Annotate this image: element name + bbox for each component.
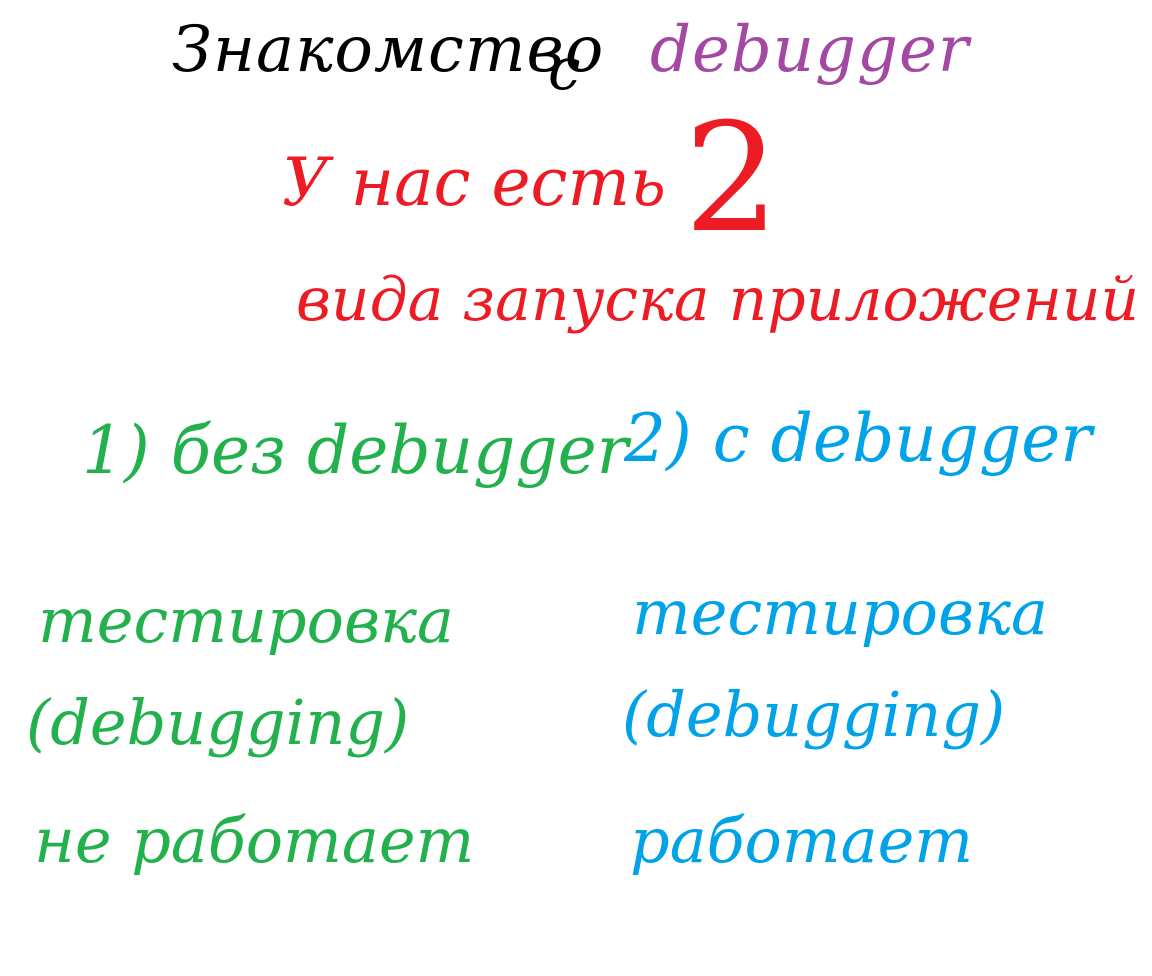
right-column-line-3: работает (630, 804, 974, 877)
right-column-line-2: (debugging) (622, 678, 1006, 751)
right-column-heading: 2) с debugger (624, 400, 1092, 477)
title-debugger-word: debugger (650, 13, 970, 87)
left-column-line-3: не работает (34, 804, 475, 877)
title-main-text: Знакомство (172, 13, 605, 87)
subtitle-line-2: вида запуска приложений (296, 265, 1140, 335)
subtitle-line-1: У нас есть (282, 144, 666, 221)
left-column-line-2: (debugging) (26, 686, 410, 759)
subtitle-number: 2 (684, 92, 780, 266)
left-column-heading: 1) без debugger (82, 412, 629, 489)
right-column-line-1: тестировка (632, 576, 1049, 649)
title-preposition-text: с (548, 35, 581, 103)
left-column-line-1: тестировка (38, 584, 455, 657)
